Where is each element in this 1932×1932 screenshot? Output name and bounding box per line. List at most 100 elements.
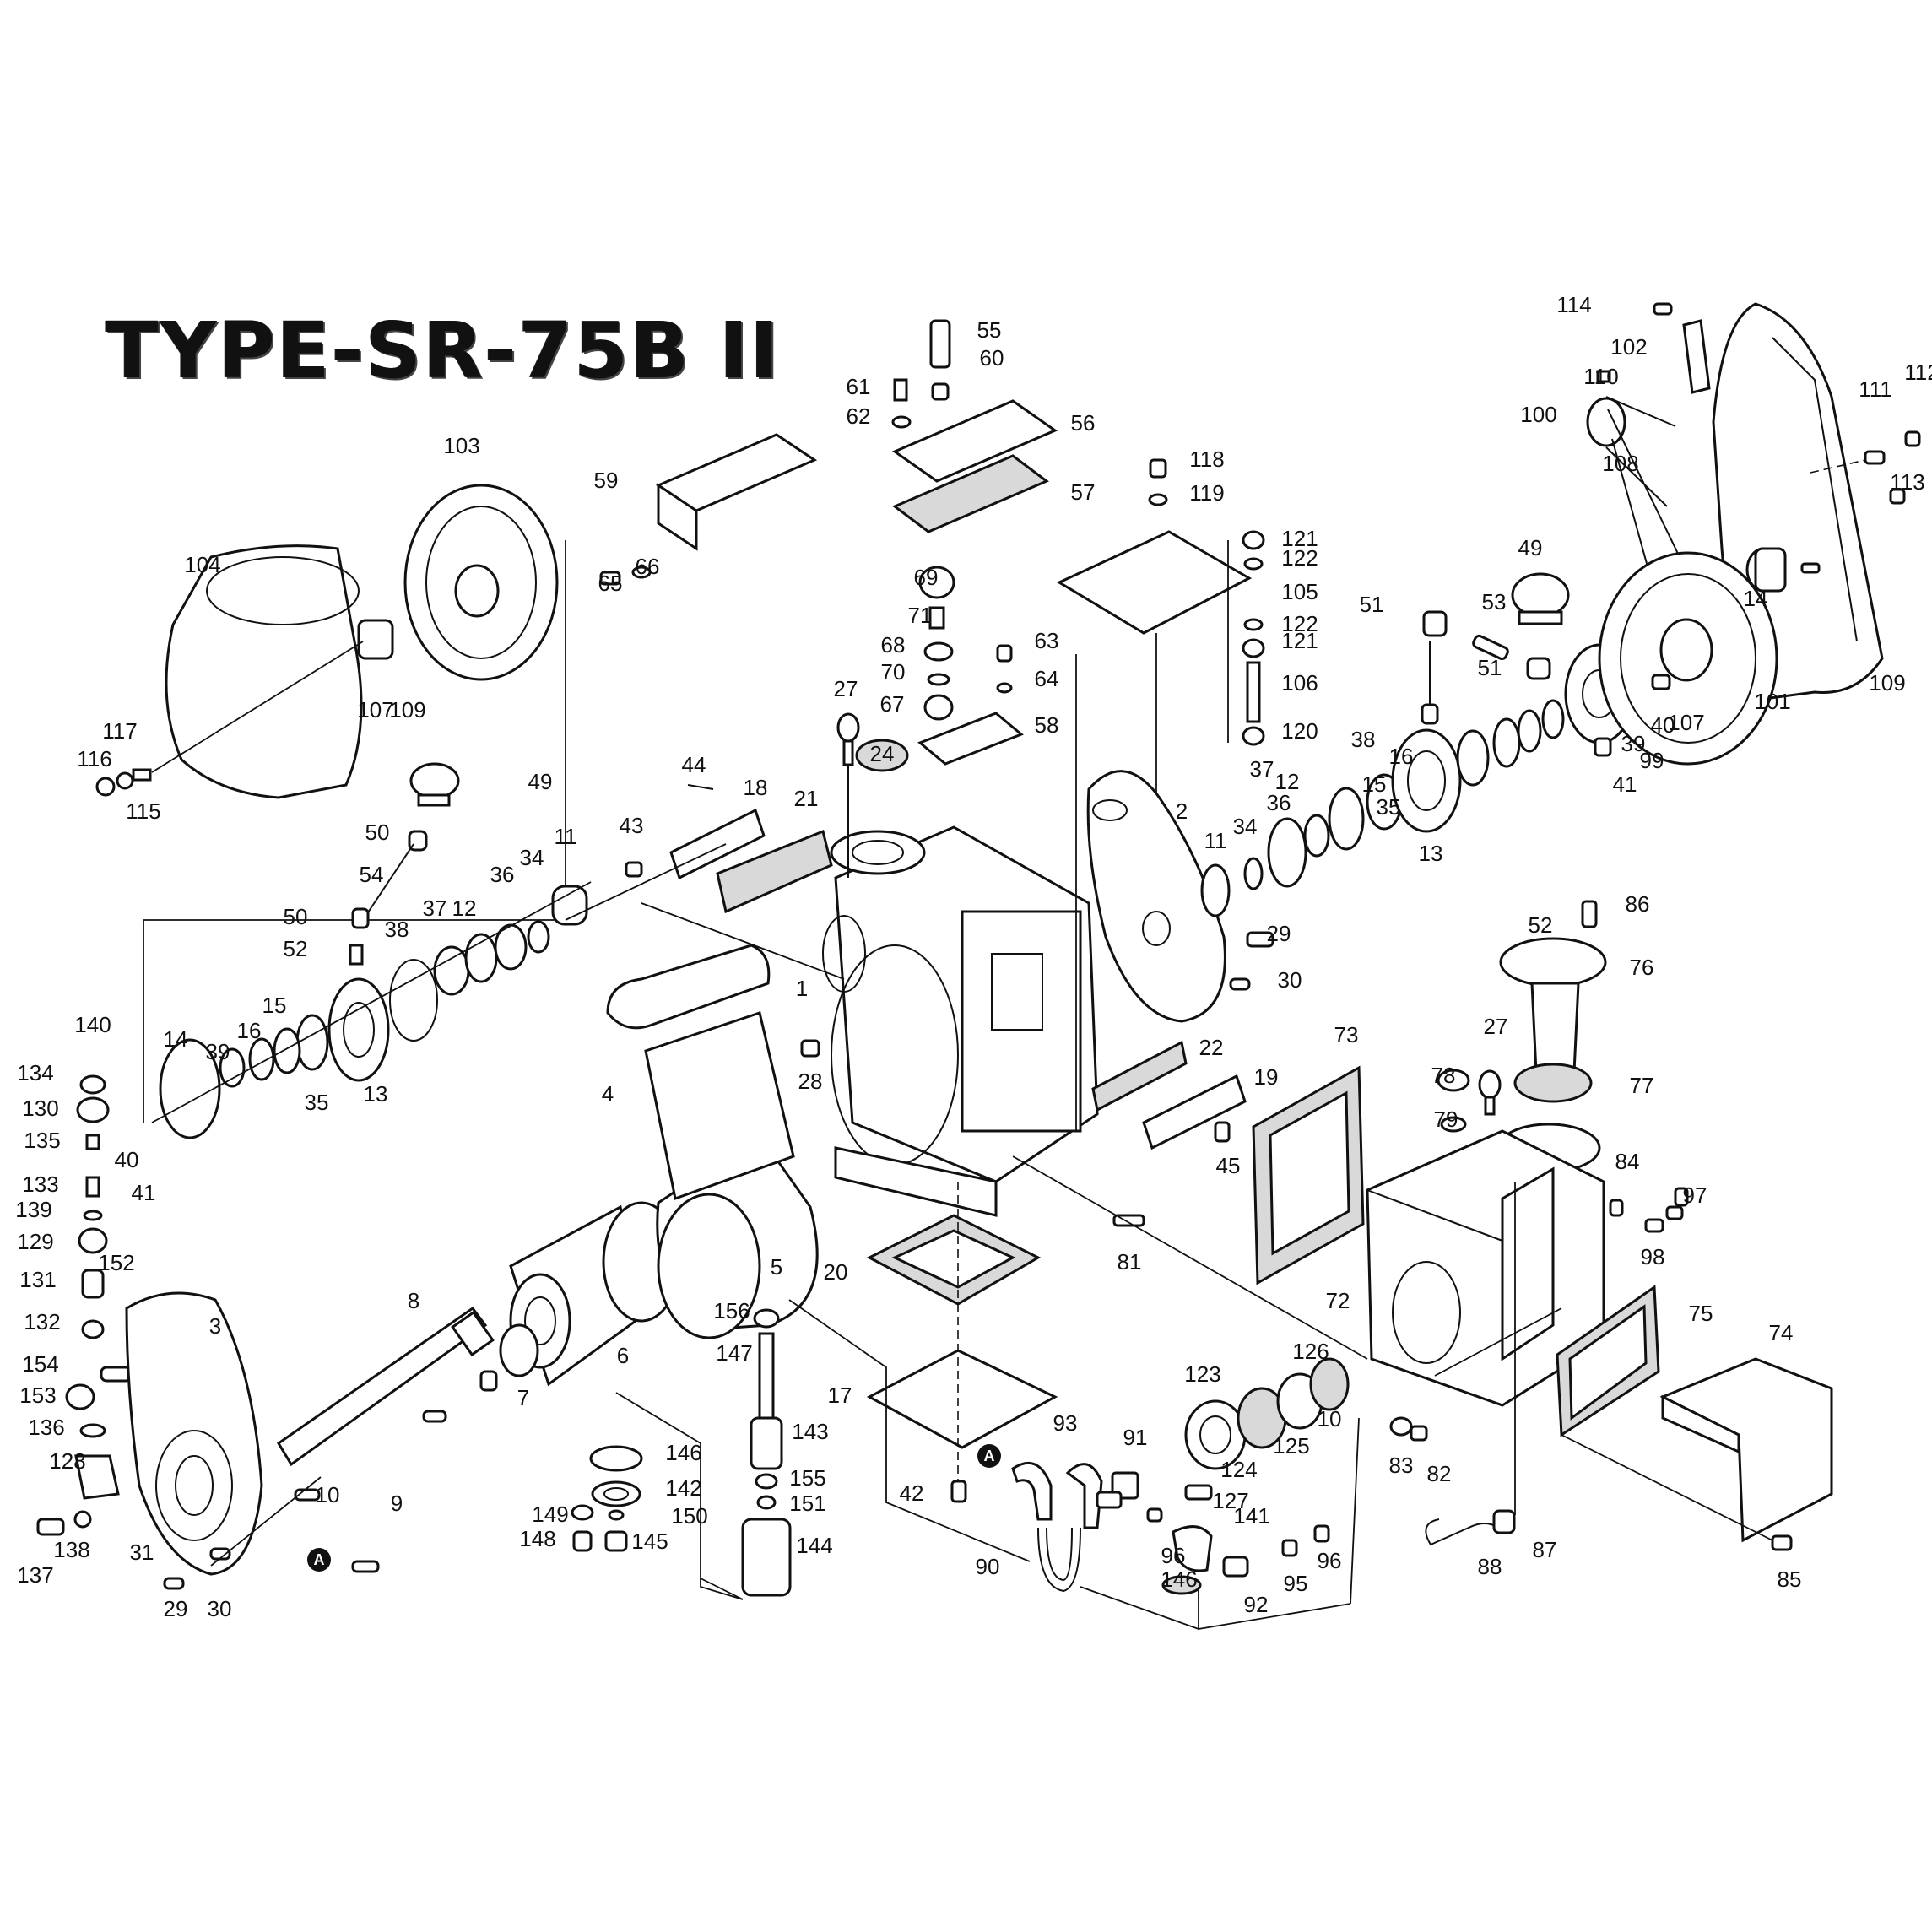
part-number-label: 144 <box>796 1533 832 1558</box>
part-number-label: 41 <box>132 1180 156 1205</box>
part-number-label: 34 <box>1233 814 1258 839</box>
part-number-label: 37 <box>1250 756 1274 782</box>
guard-screws <box>1594 430 1921 757</box>
rotor-shaft <box>276 1306 495 1467</box>
part-number-label: 96 <box>1161 1543 1186 1568</box>
part-number-label: 4 <box>602 1081 614 1107</box>
part-number-label: 97 <box>1683 1182 1707 1208</box>
part-number-label: 112 <box>1904 360 1932 385</box>
eye-bolt-86-flange-76 <box>1496 900 1607 1173</box>
part-number-label: 78 <box>1431 1063 1456 1088</box>
gasket-75 <box>1556 1285 1660 1437</box>
left-bearing-stack <box>159 885 588 1139</box>
part-number-label: 8 <box>408 1288 419 1313</box>
part-number-label: 54 <box>360 862 384 887</box>
part-number-label: 39 <box>206 1039 230 1064</box>
part-number-label: 65 <box>598 571 623 596</box>
part-number-label: 108 <box>1602 451 1638 476</box>
cover-nut-group <box>95 768 152 797</box>
part-number-label: 18 <box>744 775 768 800</box>
cap-78-eye-27-right <box>1437 1069 1502 1133</box>
diagram-title: TYPE-SR-75B II <box>106 306 781 396</box>
part-number-label: 102 <box>1610 334 1647 360</box>
left-end-cover <box>125 1291 263 1576</box>
part-number-label: 126 <box>1292 1339 1329 1364</box>
stud-106-stack <box>1227 530 1265 746</box>
part-number-label: 59 <box>594 468 619 493</box>
part-number-label: 146 <box>665 1440 701 1465</box>
part-number-label: 16 <box>237 1018 262 1043</box>
valve-stack-147-144 <box>700 1299 1031 1600</box>
part-number-label: 15 <box>262 993 287 1018</box>
part-number-label: 93 <box>1053 1410 1078 1436</box>
part-number-label: 2 <box>1176 798 1188 824</box>
part-number-label: 13 <box>364 1081 388 1107</box>
part-number-label: 49 <box>528 769 553 794</box>
rotor-cylinder <box>499 1201 681 1387</box>
part-number-label: 14 <box>1744 586 1768 611</box>
flange-123-gaskets <box>1184 1357 1350 1501</box>
part-number-label: 55 <box>977 317 1002 343</box>
part-number-label: 61 <box>847 374 871 399</box>
part-number-label: 132 <box>24 1309 60 1334</box>
part-number-label: 87 <box>1533 1537 1557 1562</box>
part-number-label: 29 <box>164 1596 188 1621</box>
part-number-label: 148 <box>519 1526 555 1551</box>
part-number-label: 137 <box>17 1562 53 1588</box>
hose-88-87 <box>1425 1509 1516 1546</box>
part-number-label: 101 <box>1754 689 1790 714</box>
fittings-82-83 <box>1389 1416 1428 1442</box>
part-number-label: 5 <box>771 1254 782 1280</box>
part-number-label: 140 <box>74 1012 111 1037</box>
part-number-label: 56 <box>1071 410 1096 436</box>
part-number-label: 133 <box>22 1172 58 1197</box>
part-number-label: 122 <box>1281 611 1318 636</box>
part-number-label: 117 <box>102 718 137 744</box>
part-number-label: 155 <box>789 1465 825 1491</box>
part-number-label: 52 <box>1529 912 1553 938</box>
part-number-label: 141 <box>1233 1503 1269 1529</box>
part-number-label: 114 <box>1556 292 1591 317</box>
part-number-label: 77 <box>1630 1073 1654 1098</box>
part-number-label: 51 <box>1360 592 1384 617</box>
part-number-label: 14 <box>164 1026 188 1052</box>
part-number-label: 79 <box>1434 1107 1458 1132</box>
part-number-label: 98 <box>1641 1244 1665 1269</box>
screws-84-97-98 <box>1609 1187 1689 1233</box>
part-number-label: 39 <box>1621 731 1646 756</box>
right-bearing-stack <box>1200 643 1635 917</box>
part-number-label: 35 <box>305 1090 329 1115</box>
part-number-label: 75 <box>1689 1301 1713 1326</box>
part-number-label: 66 <box>636 554 660 579</box>
left-breather <box>349 762 460 966</box>
part-number-label: 100 <box>1520 402 1556 427</box>
part-number-label: 129 <box>17 1229 53 1254</box>
part-number-label: 109 <box>389 697 425 722</box>
gasket-73 <box>1252 1065 1365 1285</box>
part-number-label: 42 <box>900 1480 924 1506</box>
part-number-label: 107 <box>1668 710 1704 735</box>
part-number-label: 40 <box>1651 712 1675 738</box>
part-number-label: 53 <box>1482 589 1507 614</box>
part-number-label: 44 <box>682 752 706 777</box>
part-number-label: 74 <box>1769 1320 1794 1345</box>
part-number-label: 138 <box>53 1537 89 1562</box>
part-number-label: 3 <box>209 1313 221 1339</box>
part-number-label: 11 <box>555 824 577 849</box>
part-number-label: 109 <box>1869 670 1905 695</box>
part-number-label: 106 <box>1281 670 1318 695</box>
part-number-label: 91 <box>1123 1425 1148 1450</box>
part-number-label: 7 <box>517 1385 529 1410</box>
part-number-label: 68 <box>881 632 906 658</box>
part-number-label: 96 <box>1318 1548 1342 1573</box>
part-number-label: 95 <box>1284 1571 1308 1596</box>
part-number-label: 36 <box>490 862 515 887</box>
part-number-label: 12 <box>452 896 477 921</box>
part-number-label: 20 <box>824 1259 848 1285</box>
part-number-label: 156 <box>713 1298 750 1323</box>
part-number-label: 45 <box>1216 1153 1241 1178</box>
part-number-label: 81 <box>1118 1249 1142 1274</box>
part-number-label: 21 <box>794 786 819 811</box>
part-number-label: 145 <box>631 1529 668 1554</box>
